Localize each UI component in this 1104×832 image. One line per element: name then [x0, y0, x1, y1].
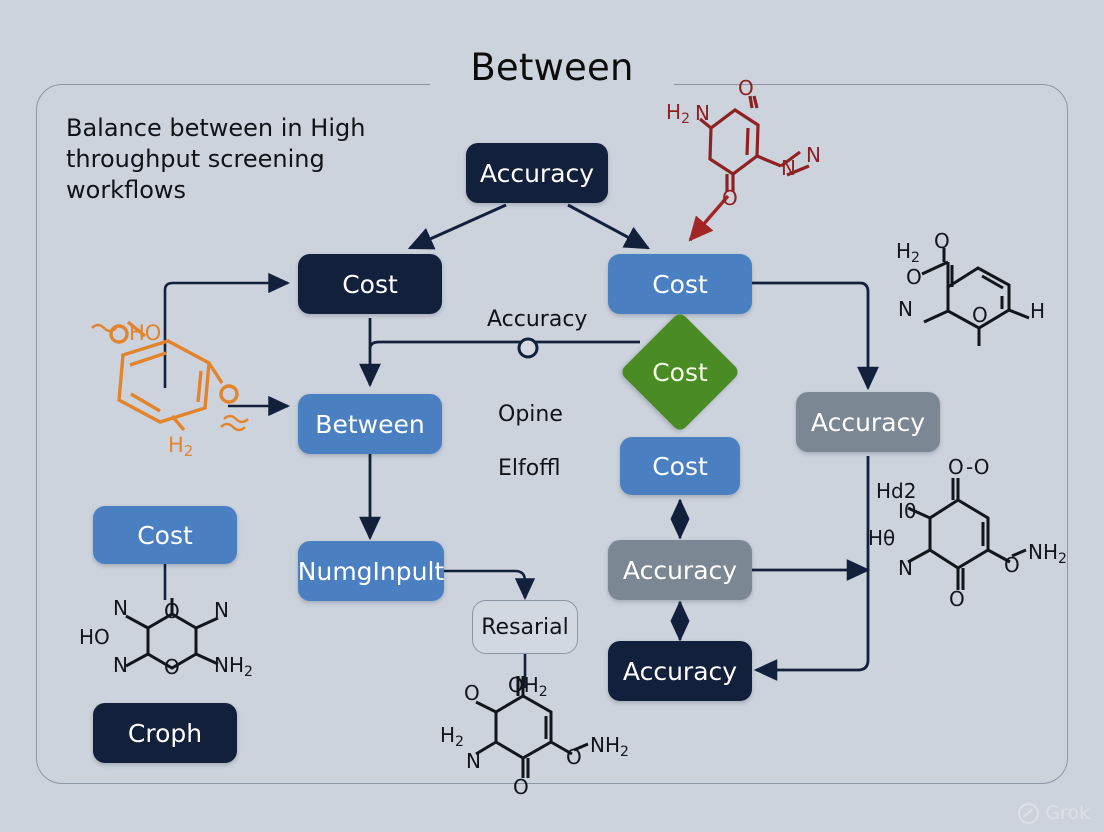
node-accuracy-dark-bottom[interactable]: Accuracy: [608, 641, 752, 701]
node-croph[interactable]: Croph: [93, 703, 237, 763]
node-cost-left-dark[interactable]: Cost: [298, 254, 442, 314]
node-cost-diamond-label: Cost: [652, 357, 708, 387]
grok-watermark-label: Grok: [1045, 802, 1090, 824]
node-accuracy-gray-mid[interactable]: Accuracy: [608, 540, 752, 600]
page-title: Between: [470, 46, 634, 89]
caption-text: Balance between in High throughput scree…: [66, 114, 366, 204]
node-resarial[interactable]: Resarial: [472, 600, 578, 654]
grok-logo-icon: [1018, 802, 1040, 824]
label-accuracy-line: Accuracy: [487, 307, 588, 332]
label-opine: Opine: [498, 402, 563, 427]
label-elfoffl: Elfoffl: [498, 456, 561, 481]
title-backdrop: [430, 74, 674, 96]
grok-watermark: Grok: [1018, 802, 1090, 824]
node-cost-far-left[interactable]: Cost: [93, 506, 237, 564]
node-accuracy-top[interactable]: Accuracy: [466, 143, 608, 203]
node-accuracy-gray-right[interactable]: Accuracy: [796, 392, 940, 452]
node-cost-diamond[interactable]: Cost: [619, 311, 741, 433]
node-cost-mid-right[interactable]: Cost: [620, 437, 740, 495]
node-cost-right-blue[interactable]: Cost: [608, 254, 752, 314]
node-between[interactable]: Between: [298, 394, 442, 454]
node-numg-input[interactable]: NumgInpult: [298, 541, 444, 601]
